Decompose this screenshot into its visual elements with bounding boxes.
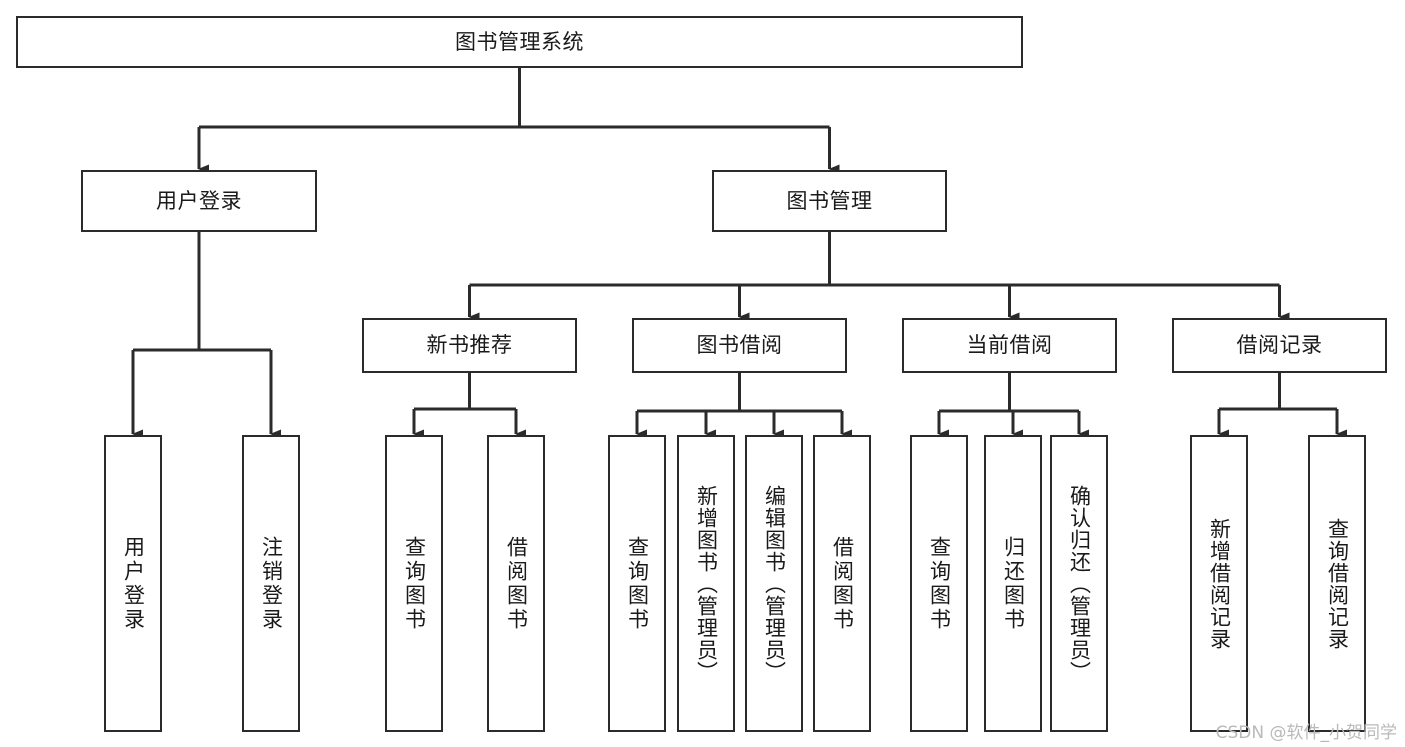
- node-leaf-bb-query[interactable]: 查询图书: [608, 435, 666, 732]
- node-label-leaf-rec-query: 查询图书: [402, 535, 427, 632]
- node-user-login[interactable]: 用户登录: [81, 170, 317, 232]
- node-label-leaf-bb-add: 新增图书（管理员）: [694, 484, 719, 683]
- node-leaf-br-add[interactable]: 新增借阅记录: [1190, 435, 1248, 732]
- node-book-borrow[interactable]: 图书借阅: [632, 318, 847, 373]
- node-label-leaf-br-add: 新增借阅记录: [1207, 517, 1232, 650]
- node-label-leaf-cb-return: 归还图书: [1001, 535, 1026, 632]
- node-label-leaf-user-login: 用户登录: [121, 535, 146, 632]
- node-label-current-borrow: 当前借阅: [966, 333, 1053, 358]
- node-label-book-manage: 图书管理: [786, 188, 873, 213]
- node-new-book-rec[interactable]: 新书推荐: [362, 318, 577, 373]
- node-label-leaf-bb-edit: 编辑图书（管理员）: [762, 484, 787, 683]
- node-leaf-rec-query[interactable]: 查询图书: [385, 435, 443, 732]
- node-leaf-br-query[interactable]: 查询借阅记录: [1308, 435, 1366, 732]
- node-label-leaf-user-logout: 注销登录: [259, 535, 284, 632]
- node-leaf-bb-edit[interactable]: 编辑图书（管理员）: [745, 435, 803, 732]
- node-book-manage[interactable]: 图书管理: [712, 170, 947, 232]
- node-leaf-user-logout[interactable]: 注销登录: [242, 435, 300, 732]
- node-label-borrow-records: 借阅记录: [1236, 333, 1323, 358]
- node-label-leaf-rec-borrow: 借阅图书: [504, 535, 529, 632]
- node-leaf-user-login[interactable]: 用户登录: [104, 435, 162, 732]
- node-label-new-book-rec: 新书推荐: [426, 333, 513, 358]
- node-root[interactable]: 图书管理系统: [16, 16, 1023, 68]
- node-label-root: 图书管理系统: [455, 29, 584, 54]
- node-leaf-cb-confirm[interactable]: 确认归还（管理员）: [1050, 435, 1108, 732]
- node-borrow-records[interactable]: 借阅记录: [1172, 318, 1387, 373]
- node-label-user-login: 用户登录: [156, 188, 242, 213]
- node-leaf-bb-add[interactable]: 新增图书（管理员）: [677, 435, 735, 732]
- node-label-leaf-br-query: 查询借阅记录: [1325, 517, 1350, 650]
- node-leaf-cb-return[interactable]: 归还图书: [984, 435, 1042, 732]
- node-label-leaf-cb-confirm: 确认归还（管理员）: [1067, 484, 1092, 683]
- node-label-leaf-bb-borrow: 借阅图书: [830, 535, 855, 632]
- node-leaf-bb-borrow[interactable]: 借阅图书: [813, 435, 871, 732]
- node-label-book-borrow: 图书借阅: [696, 333, 783, 358]
- node-leaf-cb-query[interactable]: 查询图书: [910, 435, 968, 732]
- csdn-watermark: CSDN @软件_小贺同学: [1215, 723, 1397, 743]
- node-label-leaf-bb-query: 查询图书: [625, 535, 650, 632]
- node-leaf-rec-borrow[interactable]: 借阅图书: [487, 435, 545, 732]
- node-label-leaf-cb-query: 查询图书: [927, 535, 952, 632]
- node-current-borrow[interactable]: 当前借阅: [902, 318, 1117, 373]
